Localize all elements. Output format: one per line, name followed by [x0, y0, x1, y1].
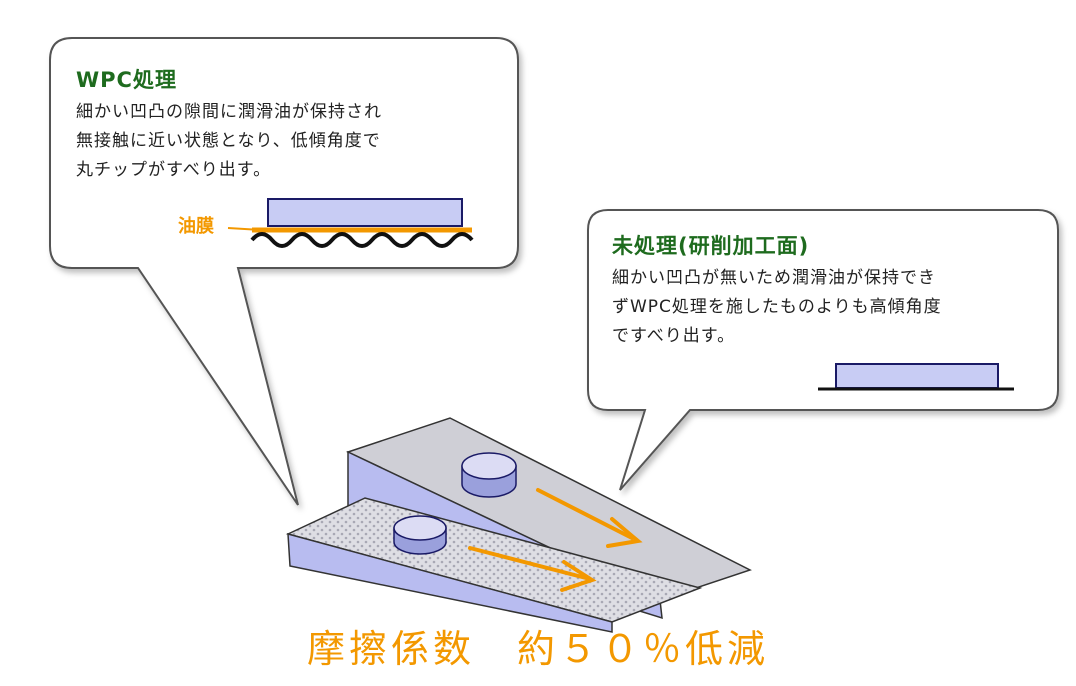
- slide-arrow-lower: [468, 546, 597, 592]
- round-chip-lower: [393, 515, 447, 555]
- untreated-chip-block: [835, 363, 999, 389]
- oil-film-label: 油膜: [178, 216, 214, 237]
- wpc-line-3: 丸チップがすべり出す。: [76, 160, 272, 180]
- untreated-speech-bubble: [587, 209, 1059, 491]
- untreated-line-2: ずWPC処理を施したものよりも高傾角度: [612, 297, 942, 317]
- wpc-text-block: WPC処理 細かい凹凸の隙間に潤滑油が保持され 無接触に近い状態となり、低傾角度…: [76, 64, 382, 185]
- wpc-line-2: 無接触に近い状態となり、低傾角度で: [76, 131, 381, 151]
- round-chip-upper: [461, 452, 517, 498]
- wpc-chip-block: [267, 198, 463, 227]
- wpc-wavy-surface: [250, 232, 474, 248]
- wpc-surface-illustration: [227, 198, 474, 248]
- untreated-title: 未処理(研削加工面): [612, 234, 810, 258]
- untreated-line-3: ですべり出す。: [612, 326, 736, 346]
- untreated-line-1: 細かい凹凸が無いため潤滑油が保持でき: [612, 268, 936, 288]
- wpc-speech-bubble: [49, 37, 519, 506]
- untreated-surface-illustration: [818, 363, 1014, 391]
- wpc-line-1: 細かい凹凸の隙間に潤滑油が保持され: [76, 102, 382, 122]
- wpc-title: WPC処理: [76, 68, 177, 92]
- slide-arrow-upper: [536, 488, 643, 548]
- untreated-text-block: 未処理(研削加工面) 細かい凹凸が無いため潤滑油が保持でき ずWPC処理を施した…: [612, 230, 942, 351]
- friction-reduction-caption: 摩擦係数 約５０％低減: [306, 627, 769, 671]
- wpc-ramp: [285, 497, 703, 633]
